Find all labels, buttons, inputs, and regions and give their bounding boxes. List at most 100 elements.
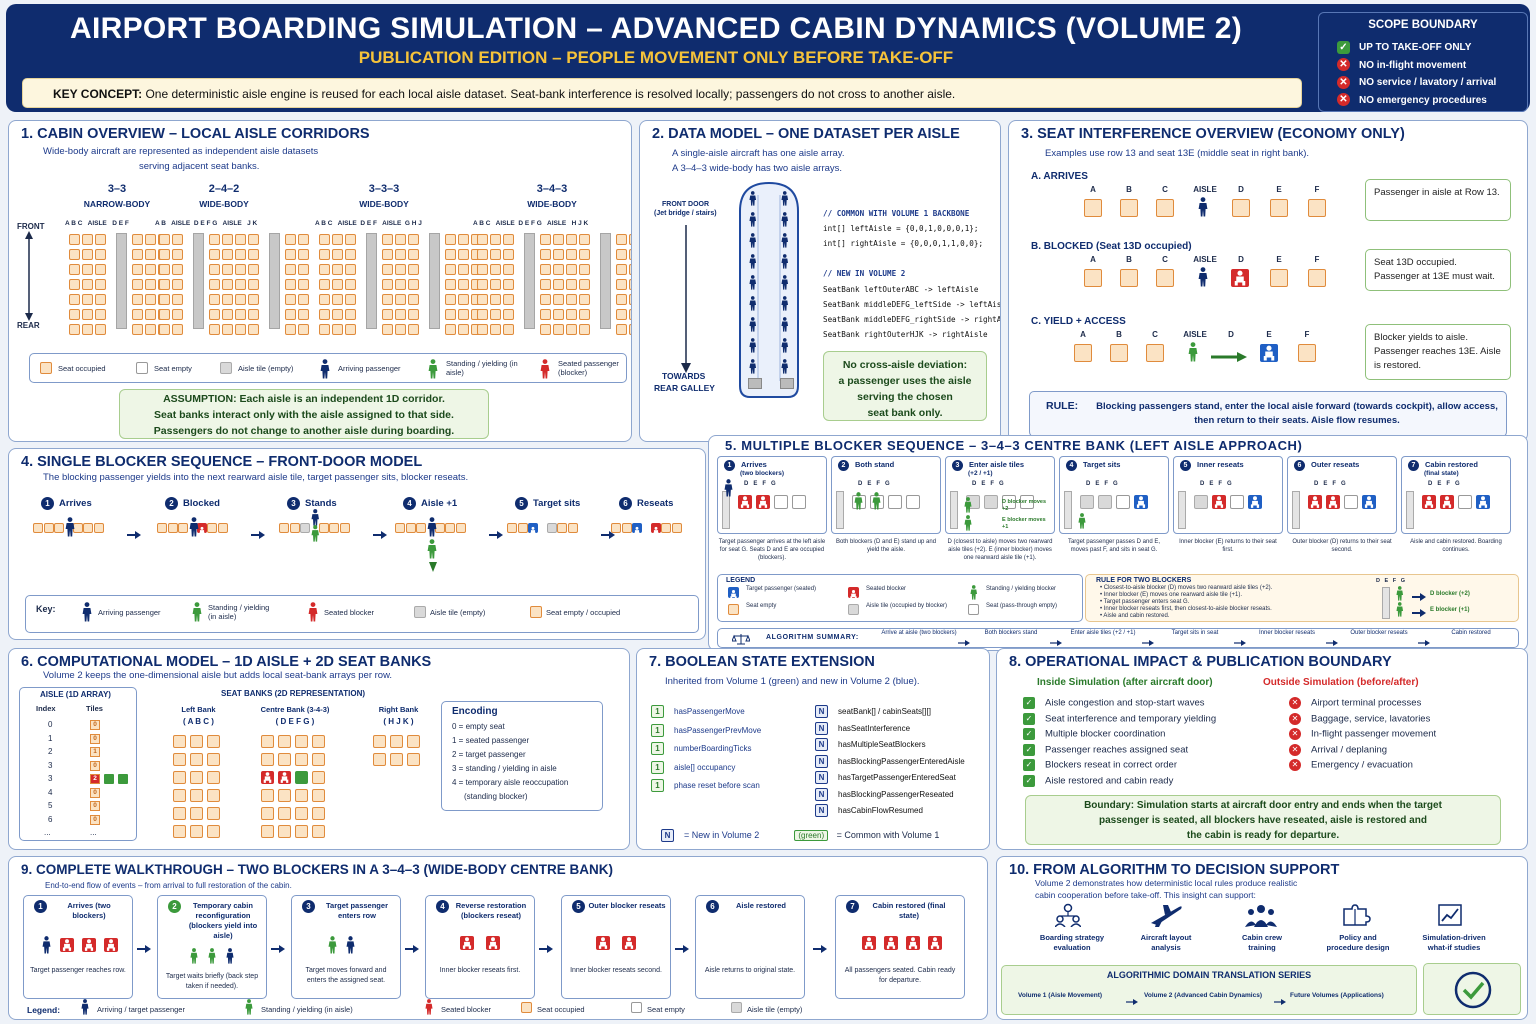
rule-columns: D E F G — [1376, 578, 1406, 584]
seat — [1270, 269, 1288, 287]
scope-title: SCOPE BOUNDARY — [1368, 19, 1478, 31]
seated-blocker-icon — [848, 587, 859, 600]
cross-icon: ✕ — [1289, 759, 1301, 771]
seat — [95, 309, 106, 320]
step-arrow — [251, 527, 265, 539]
galley-block — [780, 378, 794, 389]
seat — [235, 324, 246, 335]
step-arrow — [489, 527, 503, 539]
front-label: FRONT — [17, 222, 45, 231]
seat — [295, 753, 308, 766]
rule-text: Blocking passengers stand, enter the loc… — [1096, 401, 1498, 426]
seat — [579, 264, 590, 275]
seat — [503, 264, 514, 275]
algo-arrow — [958, 634, 970, 646]
seat — [235, 249, 246, 260]
seat — [332, 279, 343, 290]
scope-item-text: NO in-flight movement — [1359, 59, 1467, 71]
seat — [285, 249, 296, 260]
algorithm-label: ALGORITHM SUMMARY: — [766, 634, 859, 641]
seat — [222, 324, 233, 335]
seat — [145, 324, 156, 335]
flag-name: hasBlockingPassengerEnteredAisle — [838, 756, 965, 766]
seated-blocker-icon — [622, 936, 636, 950]
seat — [553, 264, 564, 275]
legend-text: Seat empty / occupied — [546, 608, 621, 617]
aisle-strip — [1382, 587, 1390, 619]
walkthrough-arrow — [813, 941, 827, 953]
seat — [298, 294, 309, 305]
inside-text: Aisle congestion and stop-start waves — [1045, 697, 1205, 709]
seat — [132, 249, 143, 260]
code-comment: // NEW IN VOLUME 2 — [823, 269, 906, 278]
seat — [616, 294, 627, 305]
flag-name: hasCabinFlowResumed — [838, 806, 923, 815]
encoding-item: 0 = empty seat — [452, 722, 505, 731]
scope-boundary: SCOPE BOUNDARY ✓UP TO TAKE-OFF ONLY✕NO i… — [1318, 12, 1528, 112]
seat — [172, 249, 183, 260]
seat — [285, 324, 296, 335]
page-subtitle: PUBLICATION EDITION – PEOPLE MOVEMENT ON… — [358, 48, 954, 67]
algo-arrow — [1142, 634, 1154, 646]
config-name: 3–3–3 — [368, 183, 400, 195]
rule-item: • Closest-to-aisle blocker (D) moves two… — [1100, 585, 1273, 591]
cross-icon: ✕ — [1337, 58, 1350, 72]
inside-item: ✓Seat interference and temporary yieldin… — [1023, 712, 1216, 725]
seat — [159, 234, 170, 245]
seat — [407, 753, 420, 766]
seat — [167, 523, 178, 533]
seat — [235, 309, 246, 320]
seat-empty-icon — [728, 604, 739, 615]
seat — [395, 309, 406, 320]
assumption-box: ASSUMPTION: Each aisle is an independent… — [119, 389, 489, 439]
aisle-strip — [836, 491, 844, 529]
new-marker: N — [815, 804, 828, 817]
flag-name: numberBoardingTicks — [674, 744, 752, 753]
seat — [222, 309, 233, 320]
standing-passenger-icon — [208, 948, 216, 964]
seat — [132, 264, 143, 275]
seat — [395, 324, 406, 335]
seat — [1308, 199, 1326, 217]
bank-name: Left Bank — [181, 705, 216, 714]
standing-passenger-icon — [1396, 602, 1404, 617]
legend-text: Seat empty — [154, 364, 192, 373]
check-icon: ✓ — [1023, 728, 1035, 740]
seat — [1232, 199, 1250, 217]
standing-marker — [104, 774, 114, 784]
seat — [248, 294, 259, 305]
step-number: 2 — [165, 497, 178, 510]
seat-empty — [1002, 495, 1016, 509]
legend-text: Seat (pass-through empty) — [986, 603, 1058, 609]
aisle-index: ... — [44, 828, 51, 837]
seat — [132, 324, 143, 335]
seat — [1308, 269, 1326, 287]
seat — [248, 324, 259, 335]
step-label: Blocked — [183, 498, 220, 509]
seat-empty — [1344, 495, 1358, 509]
new-marker: N — [815, 771, 828, 784]
check-icon: ✓ — [1023, 697, 1035, 709]
step-label: Aisle +1 — [421, 498, 458, 509]
seated-blocker-icon — [862, 936, 876, 950]
seat — [190, 753, 203, 766]
seat — [477, 309, 488, 320]
aisle-passenger-icon — [749, 359, 757, 374]
aisle-value: 0 — [90, 760, 100, 771]
config-type: WIDE-BODY — [199, 199, 249, 209]
scope-item-text: NO service / lavatory / arrival — [1359, 77, 1497, 88]
seat-column-label: AISLE — [1183, 330, 1207, 339]
seat — [207, 771, 220, 784]
seat — [69, 279, 80, 290]
legend-seat-occupied — [40, 362, 52, 374]
seat-banks-title: SEAT BANKS (2D REPRESENTATION) — [221, 689, 366, 698]
header-banner: AIRPORT BOARDING SIMULATION – ADVANCED C… — [6, 4, 1530, 112]
e-blocker-label: E blocker moves +1 — [1002, 517, 1046, 530]
seat-column-label: C — [1152, 330, 1158, 339]
